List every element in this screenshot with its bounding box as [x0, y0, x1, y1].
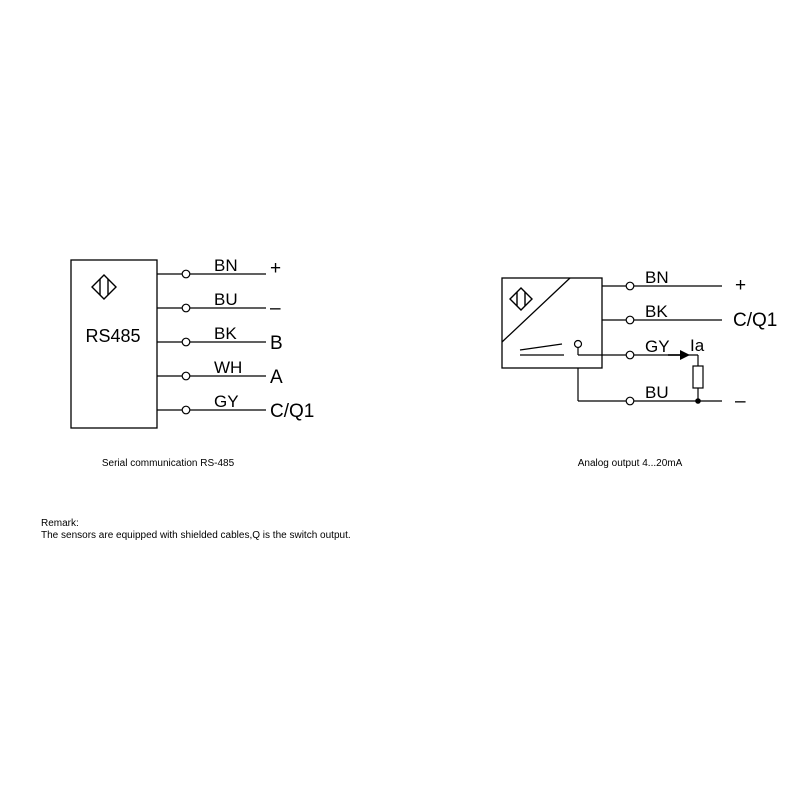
rs485-diagram: RS485 BN + BU – BK B — [70, 256, 314, 469]
analog-wire-code: BN — [645, 268, 669, 287]
rs485-sensor-body — [70, 259, 158, 429]
rs485-wire-wh: WH A — [157, 358, 283, 388]
rs485-caption: Serial communication RS-485 — [102, 458, 235, 469]
rs485-box-label: RS485 — [85, 326, 140, 346]
remark-text: The sensors are equipped with shielded c… — [41, 530, 351, 541]
rs485-wire-code: WH — [214, 358, 242, 377]
inductive-sensor-icon — [509, 287, 533, 311]
rs485-wire-code: BK — [214, 324, 237, 343]
analog-switch-symbol — [519, 339, 602, 356]
rs485-wire-bu: BU – — [157, 290, 281, 319]
analog-wire-bn: BN + — [602, 268, 746, 296]
rs485-wire-signal: A — [270, 367, 283, 388]
rs485-wire-code: BN — [214, 256, 238, 275]
analog-wire-gy: GY Ia — [602, 336, 705, 360]
rs485-wire-signal: B — [270, 333, 283, 354]
rs485-wire-bn: BN + — [157, 256, 281, 279]
rs485-wire-signal: + — [270, 258, 281, 279]
rs485-wire-gy: GY C/Q1 — [157, 392, 314, 422]
remark-block: Remark: The sensors are equipped with sh… — [41, 518, 351, 541]
analog-wire-signal: C/Q1 — [733, 310, 777, 331]
load-resistor-icon — [692, 355, 704, 404]
analog-diagram: BN + BK C/Q1 GY Ia — [501, 268, 777, 469]
analog-wire-signal: – — [735, 391, 746, 412]
rs485-wire-signal: – — [270, 298, 281, 319]
analog-wire-signal: + — [735, 275, 746, 296]
rs485-wire-code: BU — [214, 290, 238, 309]
inductive-sensor-icon — [91, 274, 117, 300]
remark-title: Remark: — [41, 518, 79, 529]
analog-caption: Analog output 4...20mA — [578, 458, 683, 469]
analog-wire-code: BK — [645, 302, 668, 321]
current-arrow-icon — [668, 350, 690, 360]
rs485-wire-bk: BK B — [157, 324, 283, 354]
rs485-wire-code: GY — [214, 392, 239, 411]
rs485-wire-signal: C/Q1 — [270, 401, 314, 422]
analog-wire-bu: BU – — [577, 368, 746, 412]
analog-wire-code: BU — [645, 383, 669, 402]
analog-wire-bk: BK C/Q1 — [602, 302, 777, 331]
analog-wire-code: GY — [645, 337, 670, 356]
current-label: Ia — [690, 336, 705, 355]
analog-sensor-body — [501, 277, 603, 369]
